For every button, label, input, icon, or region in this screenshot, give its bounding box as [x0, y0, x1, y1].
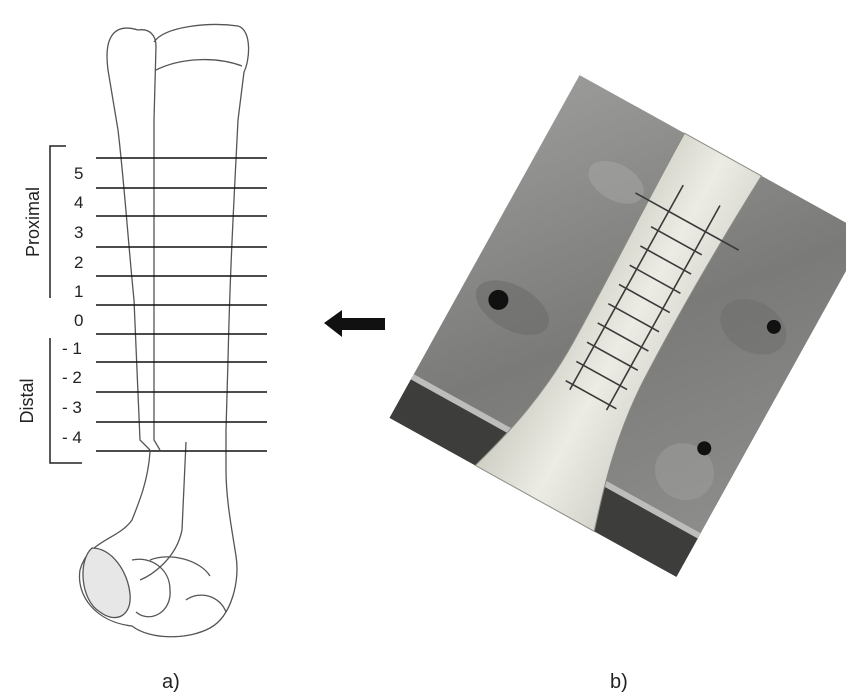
proximal-label: Proximal	[24, 187, 42, 257]
bone-drawing	[79, 25, 248, 637]
level-label: - 1	[62, 340, 82, 357]
specimen-photo	[390, 75, 846, 577]
level-label: 4	[74, 194, 83, 211]
proximal-bracket	[50, 146, 66, 298]
level-label: - 3	[62, 399, 82, 416]
level-label: - 2	[62, 369, 82, 386]
level-label: 1	[74, 283, 83, 300]
level-label: 3	[74, 224, 83, 241]
level-label: 2	[74, 254, 83, 271]
level-label: 5	[74, 165, 83, 182]
caption-a: a)	[162, 672, 180, 692]
level-label: 0	[74, 312, 83, 329]
level-lines	[96, 158, 267, 451]
level-label: - 4	[62, 429, 82, 446]
caption-b: b)	[610, 672, 628, 692]
distal-label: Distal	[18, 378, 36, 424]
left-arrow-icon	[324, 310, 385, 337]
